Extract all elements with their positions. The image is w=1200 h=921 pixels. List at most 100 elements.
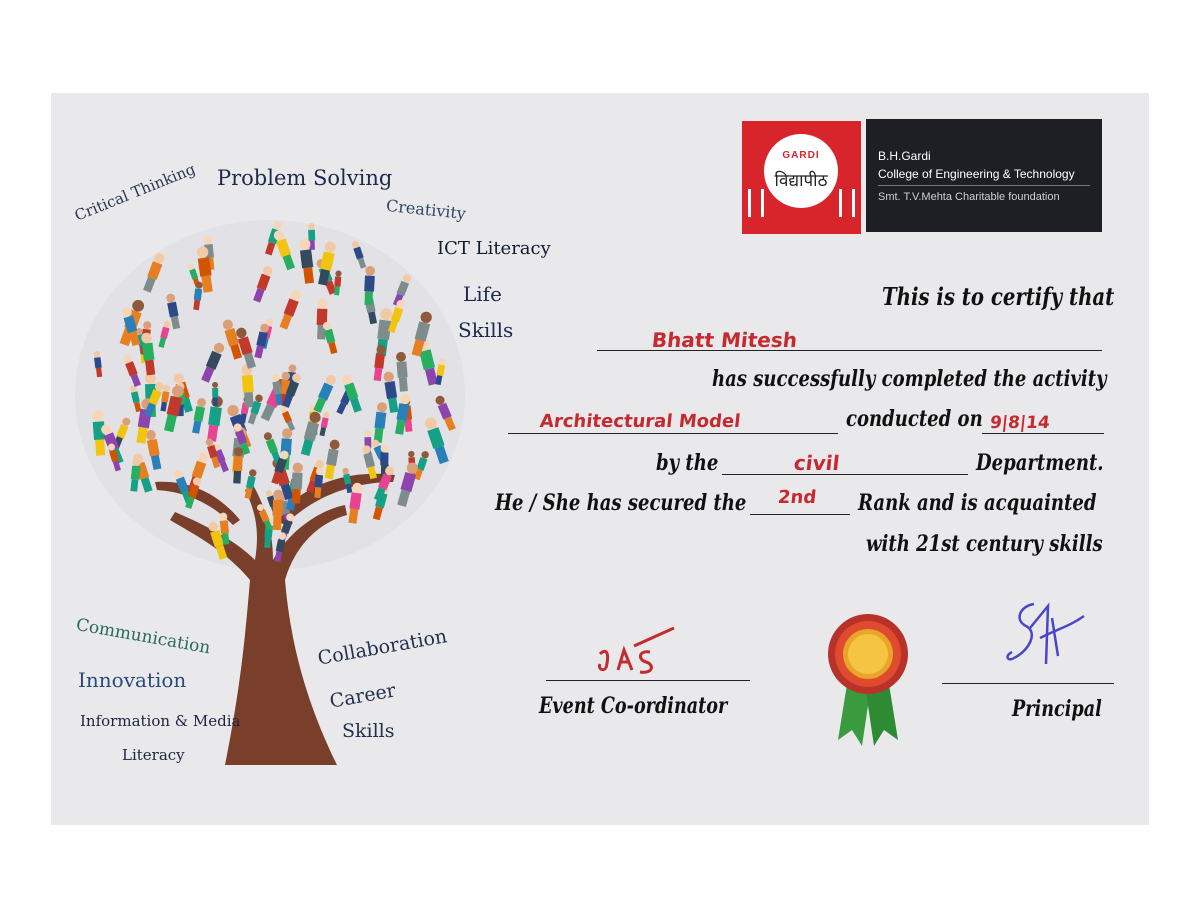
logo-divider <box>878 185 1090 186</box>
college-name-line1: B.H.Gardi <box>878 149 931 163</box>
crowd-figure <box>273 230 296 271</box>
crowd-figure <box>160 385 170 412</box>
crowd-figure <box>279 290 301 330</box>
coordinator-signature <box>598 626 675 674</box>
crowd-figure <box>322 321 338 355</box>
crowd-figure <box>166 293 181 330</box>
crowd-figure <box>362 445 378 480</box>
rank-underline <box>750 514 850 515</box>
crowd-figure <box>185 477 201 509</box>
name-underline <box>597 350 1102 351</box>
activity-date: 9|8|14 <box>988 413 1051 433</box>
logo-devanagari-text: विद्यापीठ <box>774 171 828 191</box>
crowd-figure <box>396 351 408 392</box>
coordinator-line <box>546 680 750 681</box>
crowd-figure <box>392 274 411 307</box>
crowd-figure <box>435 358 446 386</box>
crowd-figure <box>212 443 229 473</box>
crowd-figure <box>397 462 418 508</box>
crowd-figure <box>236 327 256 369</box>
crowd-figure <box>196 246 213 293</box>
crowd-figure <box>145 429 162 471</box>
award-ribbon-icon <box>828 614 908 746</box>
rank-tail-text: Rank and is acquainted <box>858 490 1097 516</box>
crowd-figure <box>130 457 142 492</box>
crowd-figure <box>254 323 269 359</box>
crowd-figure <box>208 521 228 560</box>
crowd-figure <box>300 411 321 457</box>
crowd-figure <box>280 406 296 432</box>
principal-line <box>942 683 1114 684</box>
crowd-figure <box>373 466 395 502</box>
logo-circle: GARDI विद्यापीठ <box>764 134 838 208</box>
secured-text: He / She has secured the <box>495 490 747 516</box>
department-label: Department. <box>976 450 1104 476</box>
crowd-figure <box>219 512 230 545</box>
crowd-figure <box>271 450 289 485</box>
skill-life-1: Life <box>463 282 502 306</box>
crowd-figure <box>205 438 221 469</box>
crowd-figure <box>257 504 273 531</box>
crowd-figure <box>141 332 156 376</box>
department-underline <box>722 474 968 475</box>
crowd-figure <box>319 411 330 437</box>
crowd-figure <box>387 300 405 334</box>
crowd-figure <box>314 467 324 499</box>
completed-text: has successfully completed the activity <box>712 366 1107 392</box>
principal-label: Principal <box>1012 696 1102 722</box>
crowd-figure <box>380 444 389 477</box>
crowd-figure <box>271 373 284 406</box>
crowd-figure <box>413 451 429 481</box>
crowd-figure <box>123 354 142 388</box>
activity-underline <box>508 433 838 434</box>
rank-value: 2nd <box>776 487 818 508</box>
crowd-figure <box>316 298 328 340</box>
crowd-figure <box>164 385 184 433</box>
crowd-figure <box>313 375 336 413</box>
skill-problem-solving: Problem Solving <box>217 166 393 190</box>
crowd-figure <box>253 266 273 303</box>
crowd-figure <box>383 371 399 414</box>
crowd-figure <box>212 381 219 406</box>
crowd-figure <box>348 482 363 524</box>
certify-intro: This is to certify that <box>882 282 1115 311</box>
crowd-figure <box>299 238 315 284</box>
crowd-figure <box>342 467 353 494</box>
college-logo-emblem: GARDI विद्यापीठ <box>742 121 861 234</box>
department-name: civil <box>792 451 841 475</box>
crowd-figure <box>247 394 263 425</box>
skill-info-media-1: Information & Media <box>80 712 241 730</box>
crowd-figure <box>193 281 203 311</box>
crowd-figure <box>435 395 456 432</box>
skill-ict-literacy: ICT Literacy <box>437 238 551 259</box>
crowd-figure <box>351 240 367 269</box>
crowd-figure <box>244 469 257 499</box>
by-the-text: by the <box>656 450 719 476</box>
crowd-figure <box>233 423 251 455</box>
crowd-figure <box>121 307 141 347</box>
skills-tree-illustration <box>75 220 465 765</box>
crowd-figure <box>107 443 121 472</box>
crowd-figure <box>272 489 284 531</box>
crowd-figure <box>411 311 432 357</box>
skills-line-text: with 21st century skills <box>866 531 1103 557</box>
crowd-figure <box>274 532 287 563</box>
skill-career-2: Skills <box>342 720 395 742</box>
crowd-figure <box>308 223 316 250</box>
crowd-figure <box>130 385 142 413</box>
coordinator-label: Event Co-ordinator <box>539 693 728 719</box>
crowd-figure <box>201 342 225 383</box>
skill-innovation: Innovation <box>78 668 187 692</box>
crowd-figure <box>334 270 342 296</box>
principal-signature <box>1006 602 1085 665</box>
crowd-figure <box>282 373 301 408</box>
crowd-figure <box>342 374 362 413</box>
skill-life-2: Skills <box>458 318 514 342</box>
crowd-figure <box>143 253 165 293</box>
college-name-line2: College of Engineering & Technology <box>878 167 1075 181</box>
crowd-figure <box>324 439 340 480</box>
crowd-figure <box>158 320 171 348</box>
activity-name: Architectural Model <box>538 411 742 432</box>
crowd-figure <box>93 351 103 378</box>
crowd-figure <box>373 402 388 443</box>
